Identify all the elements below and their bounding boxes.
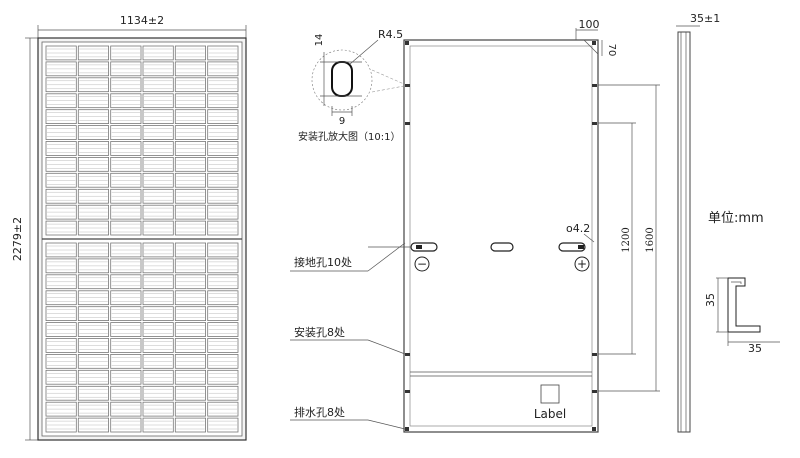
grounding-label: 接地孔10处: [294, 256, 352, 269]
drain-leader: [367, 419, 406, 430]
profile-height-label: 35: [704, 293, 717, 307]
mounting-hole: [592, 122, 597, 125]
label-box: [540, 384, 560, 404]
drain-hole: [405, 427, 409, 431]
back-frame-inner: [409, 45, 593, 427]
cross-section-inner: [731, 281, 742, 284]
junction-box-left: [410, 242, 438, 252]
label-box-text: Label: [534, 407, 566, 421]
mounting-hole: [405, 84, 410, 87]
connector-right: [578, 245, 584, 249]
corner-width-label: 100: [579, 18, 600, 31]
slot-hole-icon: [331, 61, 353, 97]
dim-1200-label: 1200: [621, 227, 632, 252]
side-frame-profile: [677, 31, 691, 433]
detail-circle: [311, 49, 373, 111]
junction-box-center: [490, 242, 514, 252]
detail-radius-label: R4.5: [378, 28, 403, 41]
hole-diameter-label: ο4.2: [566, 222, 590, 235]
mounting-hole: [405, 390, 410, 393]
detail-radius-leader: [349, 39, 379, 65]
detail-projection-line: [371, 69, 405, 85]
back-frame-outer: [403, 39, 599, 433]
unit-label: 单位:mm: [708, 211, 764, 226]
frame-hole-marks: [405, 41, 597, 431]
width-label: 1134±2: [120, 14, 164, 27]
mounting-hole: [592, 390, 597, 393]
positive-symbol: +: [577, 257, 587, 271]
corner-offset-label: 70: [606, 44, 617, 57]
detail-height-label: 14: [314, 34, 325, 47]
connector-left: [416, 245, 422, 249]
thickness-label: 35±1: [690, 12, 720, 25]
drain-hole: [592, 41, 596, 45]
mounting-hole: [592, 84, 597, 87]
dim-1600-label: 1600: [645, 227, 656, 252]
mounting-hole: [405, 353, 410, 356]
front-view: 1134±2 2279±2: [11, 14, 247, 441]
mounting-leader: [367, 339, 406, 355]
mounting-hole: [405, 122, 410, 125]
detail-width-label: 9: [339, 116, 345, 127]
mounting-hole-detail: 14 9 R4.5 安装孔放大图（10:1）: [298, 28, 405, 143]
drain-hole: [405, 41, 409, 45]
detail-projection-line: [371, 85, 405, 93]
frame-cross-section-icon: [727, 277, 761, 333]
mounting-hole: [592, 353, 597, 356]
drain-label: 排水孔8处: [294, 405, 345, 419]
negative-symbol: −: [417, 257, 427, 271]
drain-hole: [592, 427, 596, 431]
junction-boxes: − +: [410, 242, 590, 272]
mounting-label: 安装孔8处: [294, 325, 345, 339]
corner-chamfer: [583, 39, 599, 55]
back-view: 100 70 − +: [290, 18, 660, 433]
profile-width-label: 35: [748, 342, 762, 355]
grounding-leader-diag: [367, 242, 406, 272]
hole-diameter-leader: [583, 233, 595, 243]
negative-terminal-icon: [414, 256, 430, 272]
detail-caption: 安装孔放大图（10:1）: [298, 130, 400, 143]
positive-terminal-icon: [574, 256, 590, 272]
side-view: 35±1 单位:mm 35 35: [676, 12, 780, 433]
solar-cell-grid: [45, 45, 239, 433]
height-label: 2279±2: [11, 217, 24, 261]
